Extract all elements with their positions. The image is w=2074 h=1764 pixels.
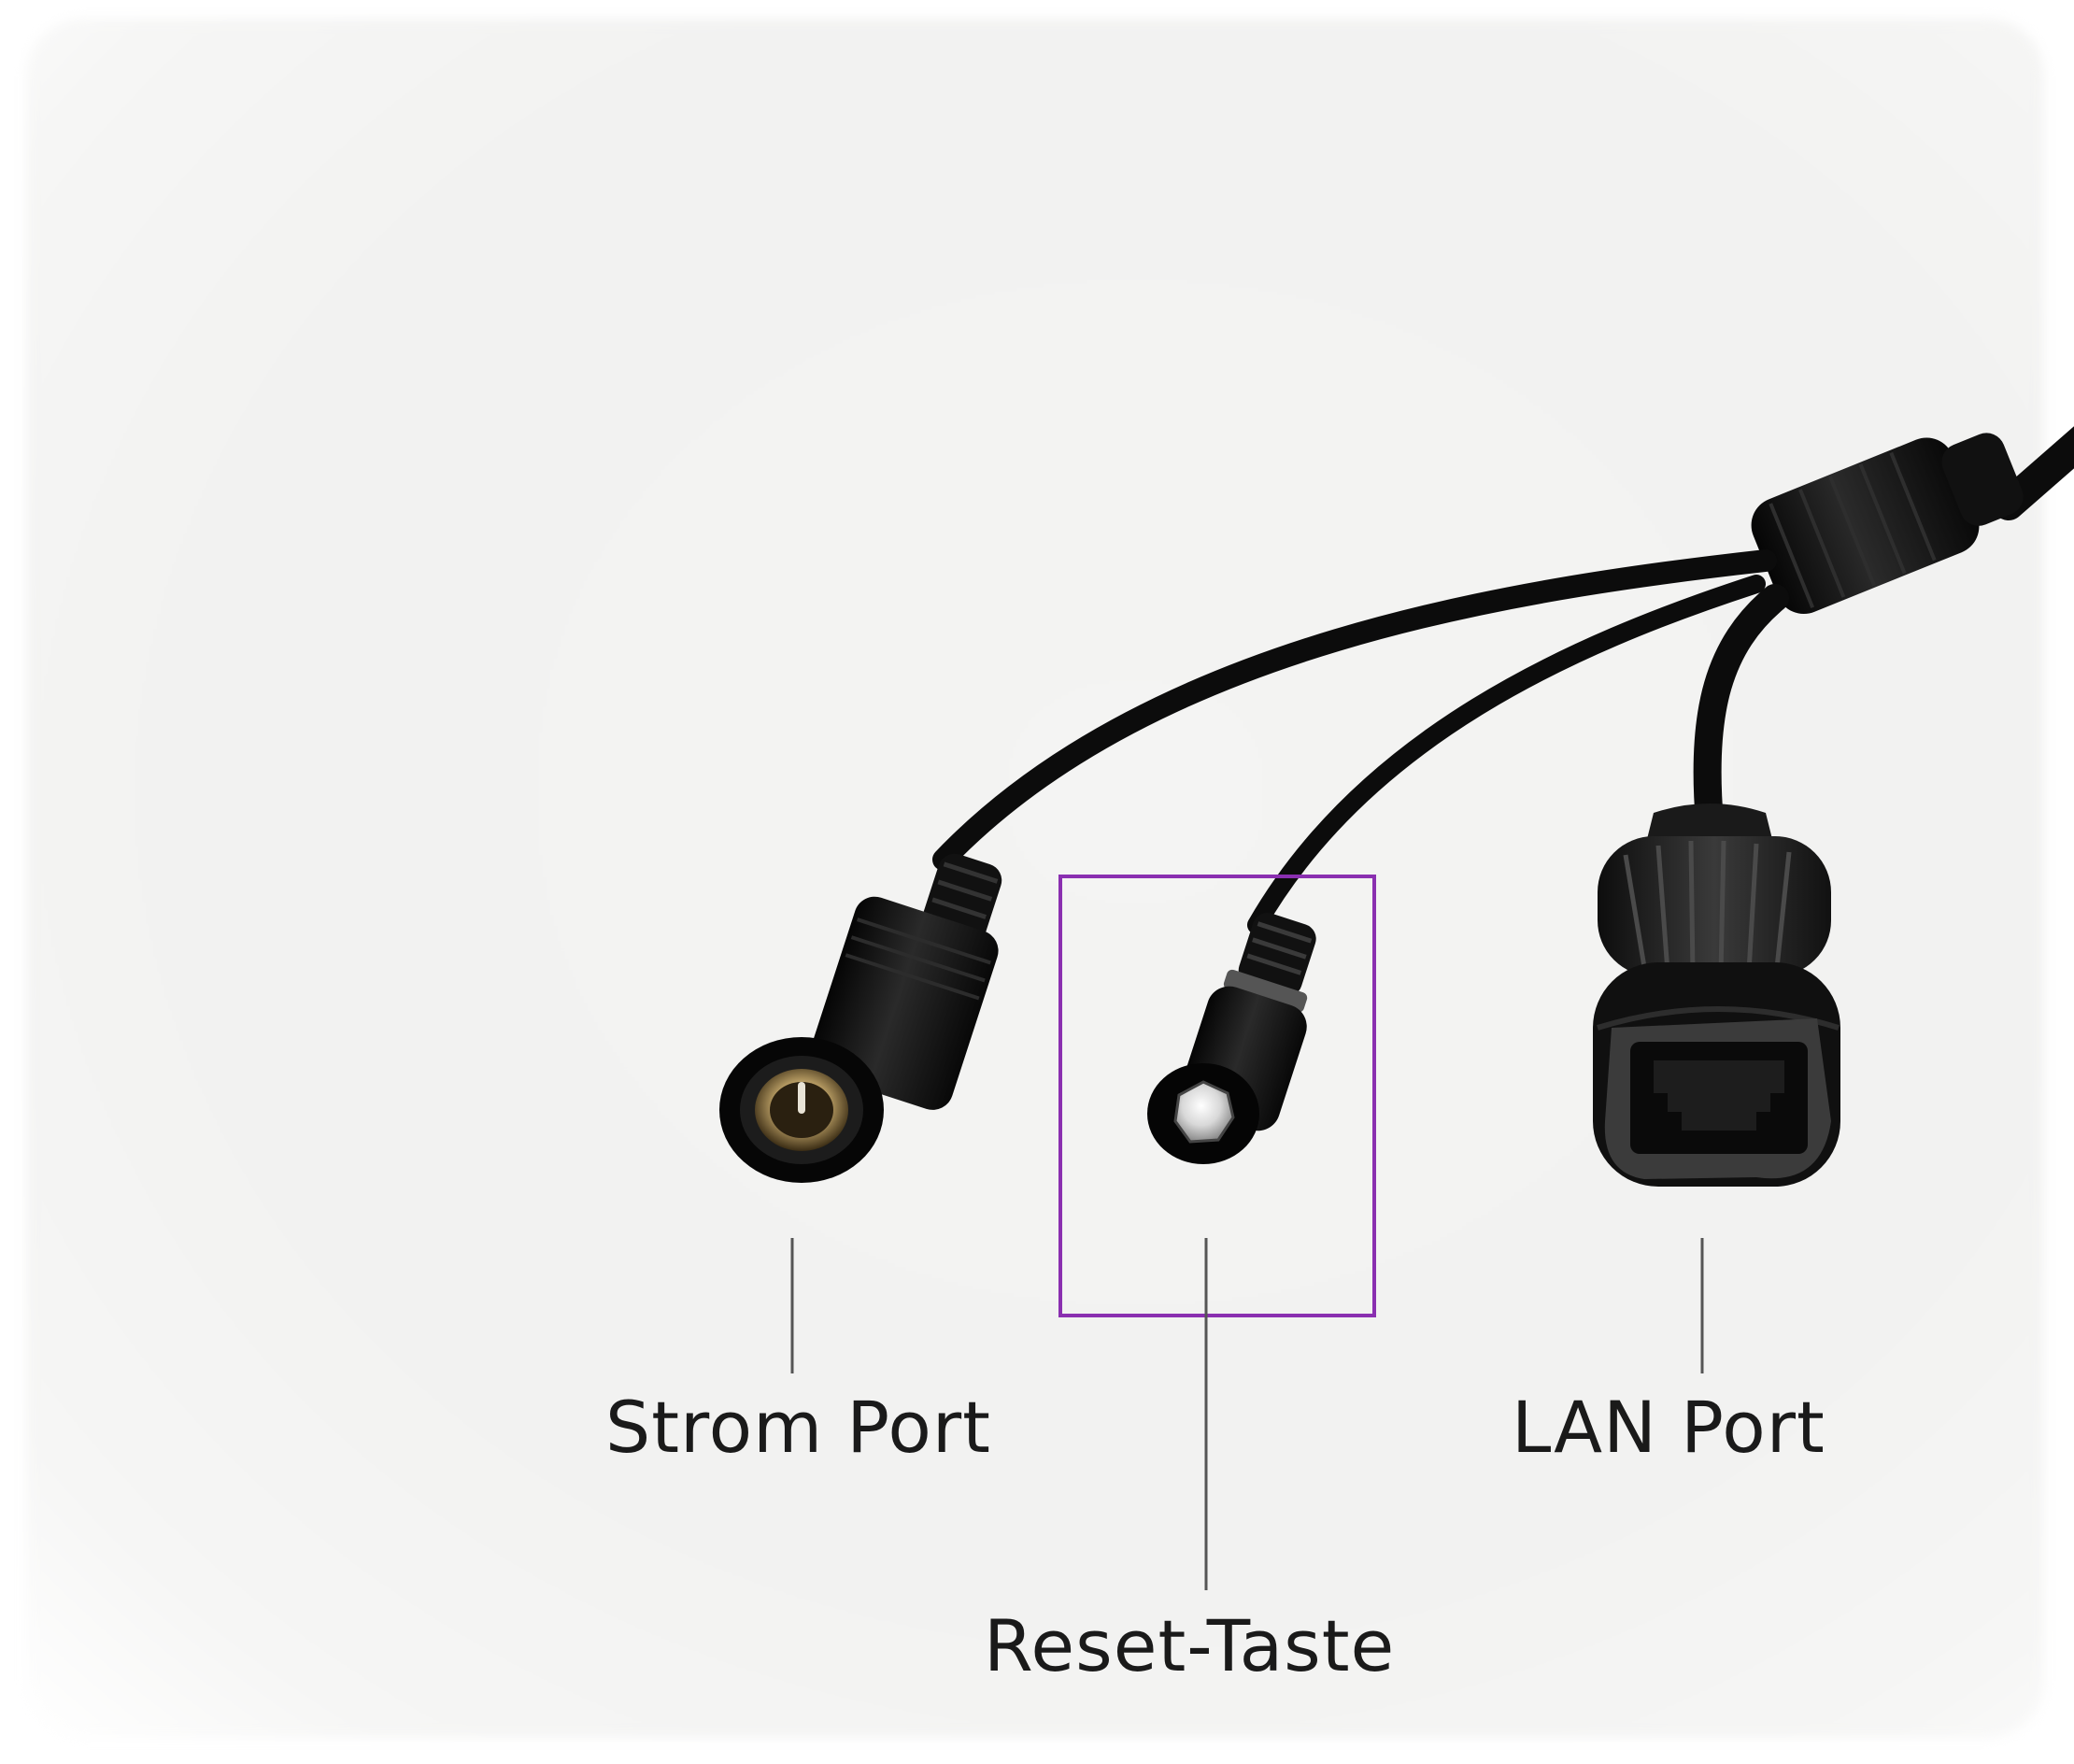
lan-cable	[1693, 584, 1789, 836]
reset-button	[1173, 1080, 1235, 1144]
reset-button-label: Reset-Taste	[984, 1604, 1396, 1687]
power-cable	[932, 549, 1777, 871]
cable-splitter	[1751, 433, 2024, 615]
power-port-label: Strom Port	[605, 1386, 991, 1469]
rj45-socket	[1604, 1018, 1831, 1179]
lan-port-label: LAN Port	[1512, 1386, 1825, 1469]
highlight-box	[1058, 875, 1376, 1317]
reset-cable	[1247, 575, 1766, 934]
power-pin	[798, 1082, 805, 1114]
